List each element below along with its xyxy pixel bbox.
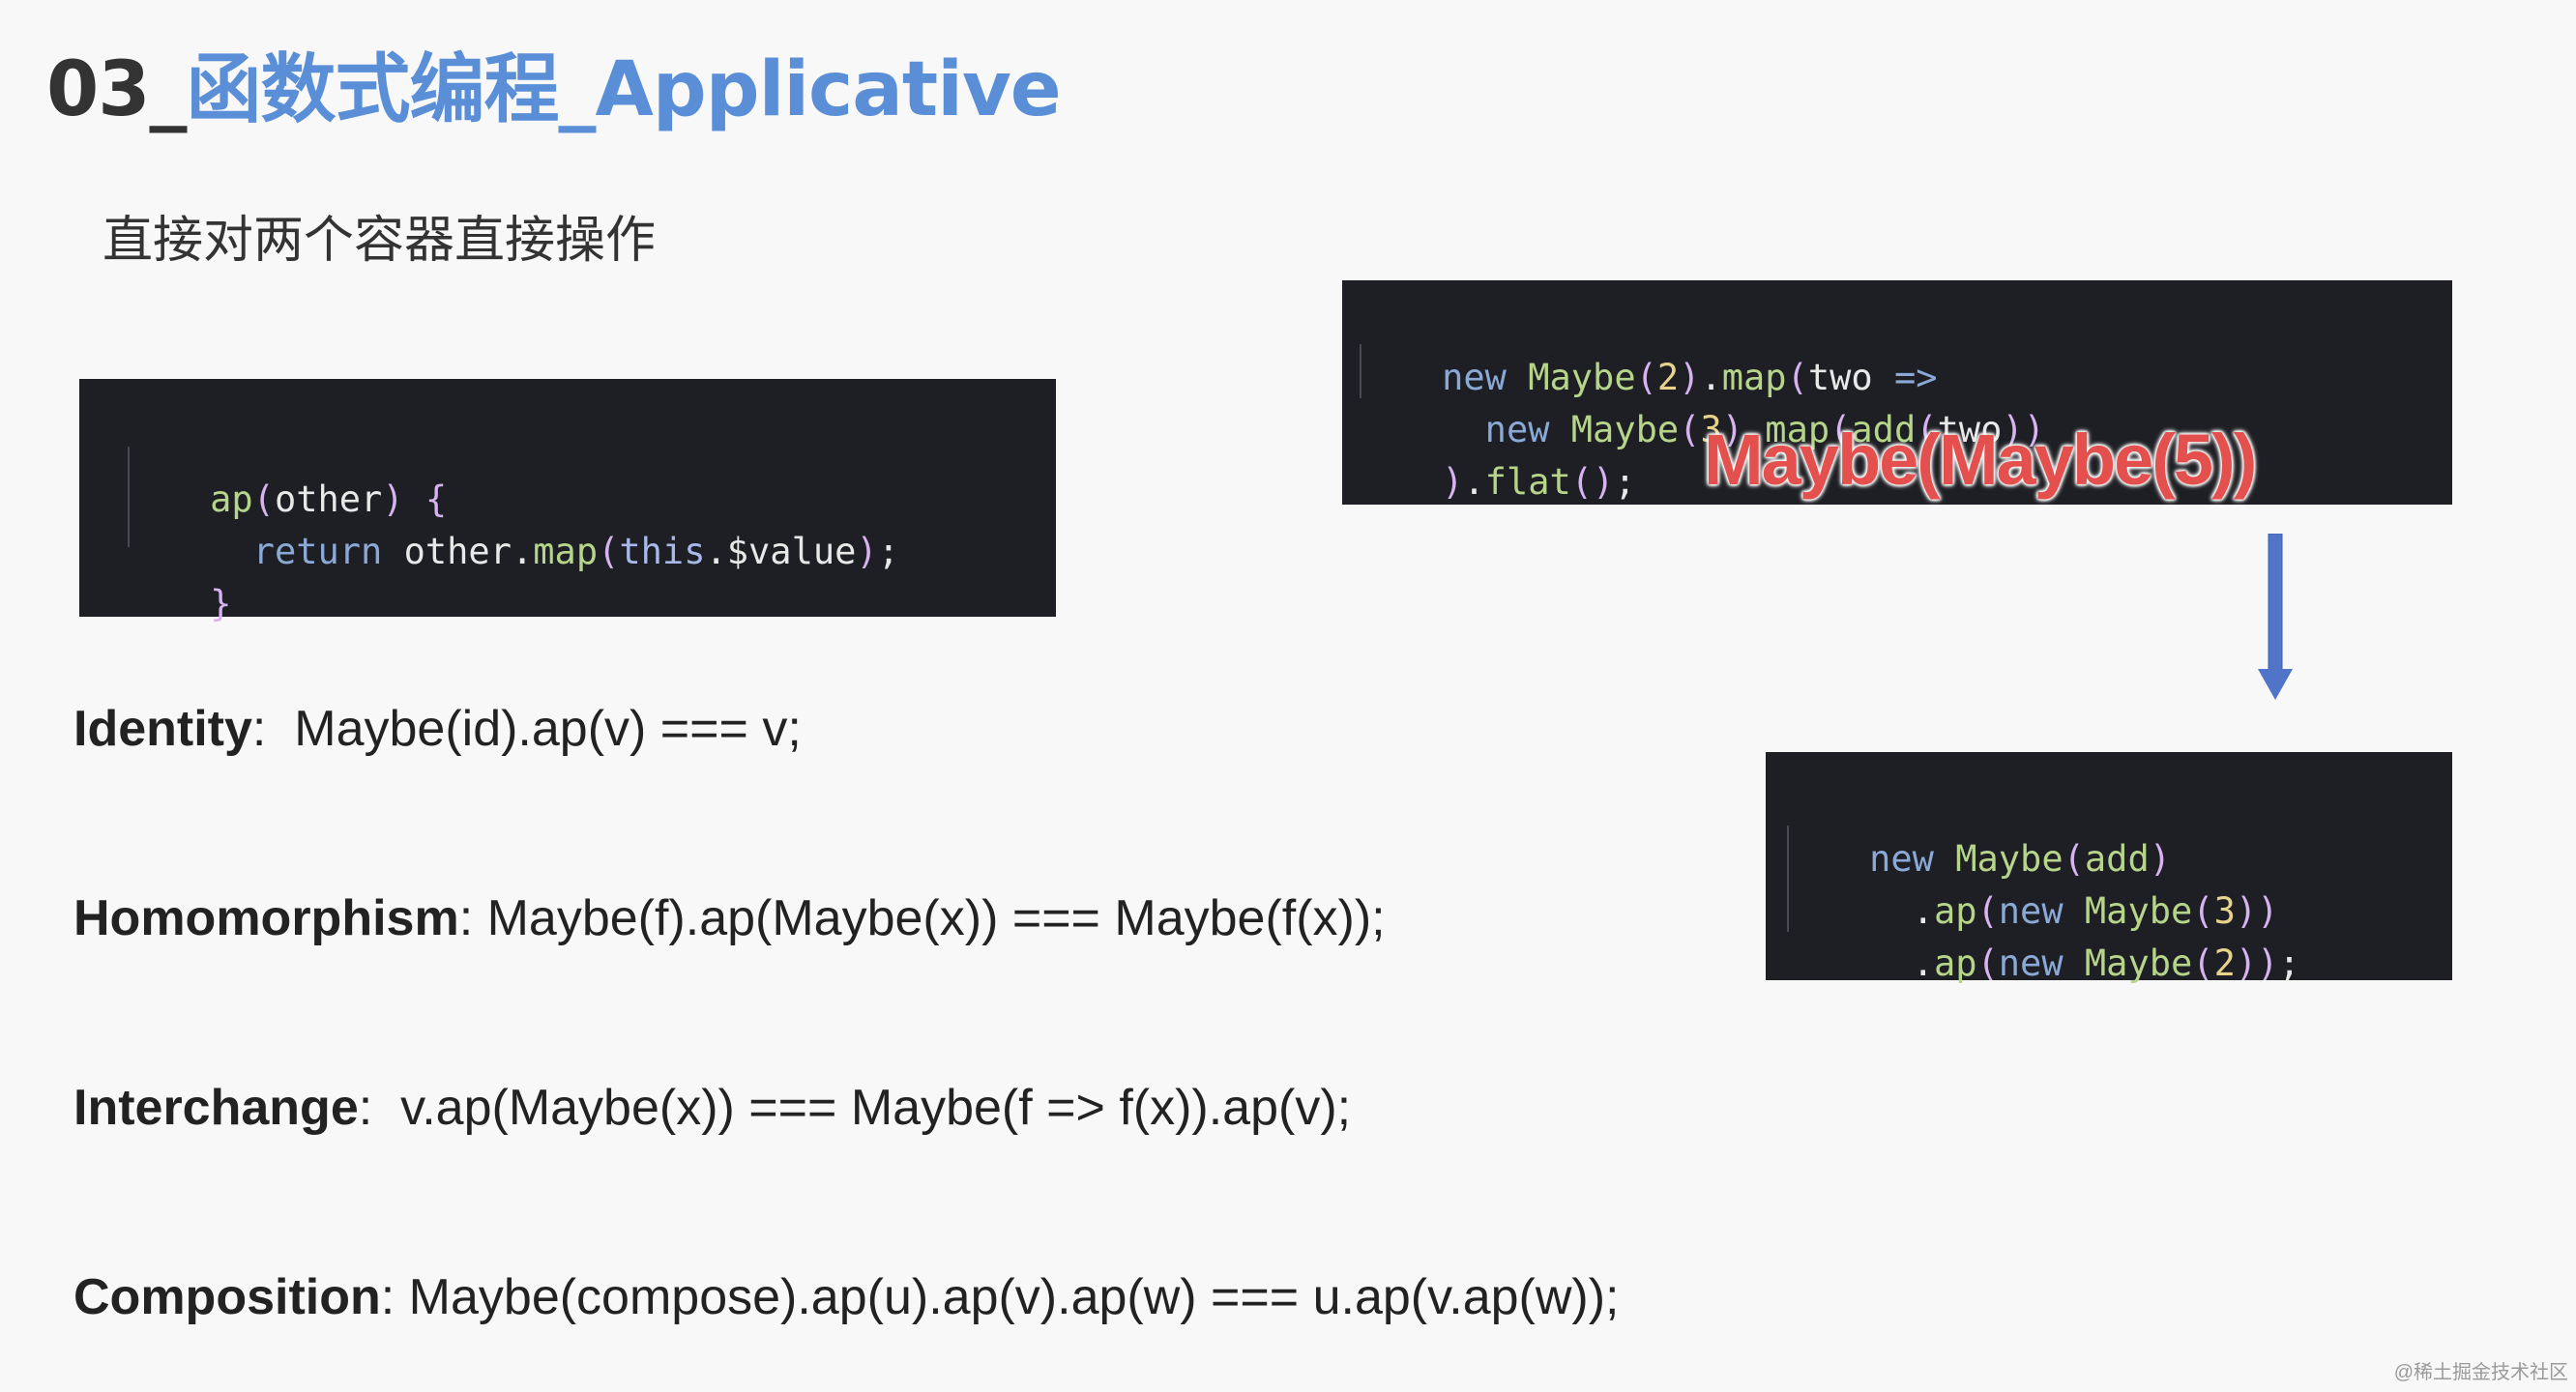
law-name: Interchange <box>73 1080 359 1136</box>
law-separator: : <box>251 701 295 757</box>
law-name: Identity <box>73 701 252 757</box>
law-homomorphism: Homomorphism: Maybe(f).ap(Maybe(x)) === … <box>73 889 1386 947</box>
code-block-ap-chain: new Maybe(add) .ap(new Maybe(3)) .ap(new… <box>1766 752 2452 984</box>
law-composition: Composition: Maybe(compose).ap(u).ap(v).… <box>73 1268 1620 1326</box>
indent-guide <box>1787 826 1789 932</box>
title-topic: 函数式编程_Applicative <box>186 46 1062 133</box>
law-formula: Maybe(id).ap(v) === v; <box>294 701 802 757</box>
law-formula: v.ap(Maybe(x)) === Maybe(f => f(x)).ap(v… <box>400 1080 1352 1136</box>
title-number: 03_ <box>46 46 188 133</box>
law-separator: : <box>358 1080 401 1136</box>
law-name: Composition <box>73 1269 381 1325</box>
law-formula: Maybe(f).ap(Maybe(x)) === Maybe(f(x)); <box>486 890 1386 946</box>
code-line: new Maybe(3).map(add(two)) <box>1484 409 2045 450</box>
law-name: Homomorphism <box>73 890 459 946</box>
code-line: ap(other) { <box>210 478 448 520</box>
result-label: Maybe(Maybe(5)) <box>1704 420 2257 500</box>
indent-guide <box>128 447 130 547</box>
code-line: ).flat(); <box>1442 461 1636 503</box>
indent-guide <box>1360 344 1361 398</box>
slide-title: 03_函数式编程_Applicative <box>46 29 1062 137</box>
watermark: @稀土掘金技术社区 <box>2393 1362 2568 1383</box>
code-line: .ap(new Maybe(3)) <box>1869 890 2279 932</box>
law-identity: Identity: Maybe(id).ap(v) === v; <box>73 700 802 758</box>
code-line: return other.map(this.$value); <box>252 531 899 572</box>
arrow-down-icon <box>2258 534 2293 700</box>
code-line: new Maybe(add) <box>1869 838 2171 880</box>
law-formula: Maybe(compose).ap(u).ap(v).ap(w) === u.a… <box>408 1269 1620 1325</box>
law-interchange: Interchange: v.ap(Maybe(x)) === Maybe(f … <box>73 1079 1351 1137</box>
law-separator: : <box>458 890 487 946</box>
subtitle: 直接对两个容器直接操作 <box>102 212 657 270</box>
law-separator: : <box>380 1269 409 1325</box>
code-line: new Maybe(2).map(two => <box>1442 357 1938 398</box>
code-block-map-flat: new Maybe(2).map(two => new Maybe(3).map… <box>1342 280 2452 505</box>
code-block-ap-method: ap(other) { return other.map(this.$value… <box>79 379 1056 624</box>
code-line: } <box>210 583 232 624</box>
code-line: .ap(new Maybe(2)); <box>1869 942 2300 984</box>
